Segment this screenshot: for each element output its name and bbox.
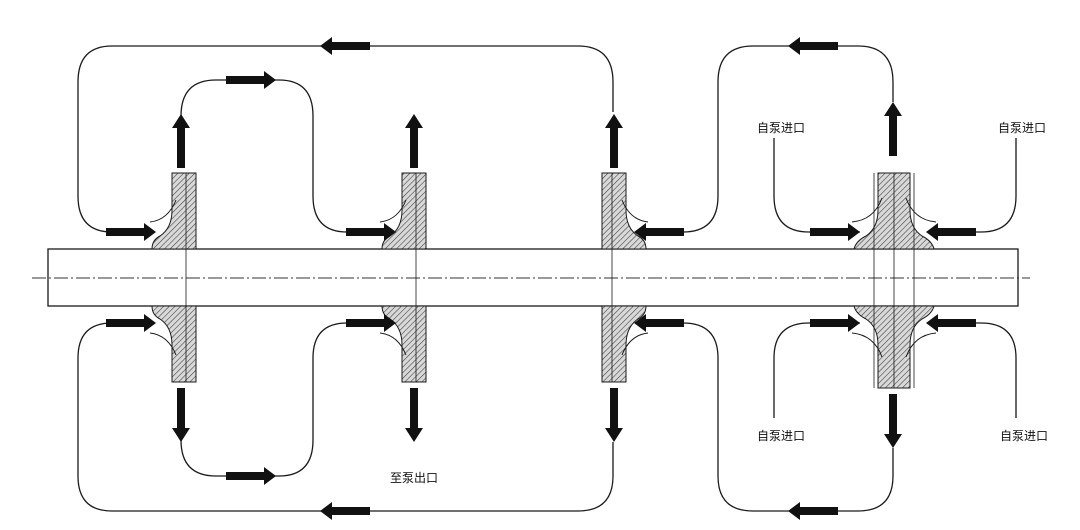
crossover-bottom-outer (77, 322, 614, 512)
flow-arrow-icon (106, 223, 156, 241)
crossover-bottom-inner (180, 322, 380, 477)
flow-arrow-icon (884, 102, 902, 156)
label-self-inlet-top-left: 自泵进口 (757, 121, 805, 135)
label-self-inlet-bottom-right: 自泵进口 (1000, 429, 1048, 443)
flow-arrow-icon (226, 71, 276, 89)
flow-arrow-icon (788, 37, 838, 55)
flow-arrow-icon (405, 388, 423, 442)
crossover-top-inner (180, 79, 380, 233)
flow-arrow-icon (106, 314, 156, 332)
inlet-line-bottom-left (773, 322, 860, 418)
flow-arrow-icon (605, 388, 623, 442)
inlet-line-top-right (928, 138, 1017, 233)
impeller-double-suction (851, 172, 937, 389)
flow-arrow-icon (405, 114, 423, 168)
flow-arrows (106, 37, 976, 520)
flow-arrow-icon (346, 223, 396, 241)
flow-arrow-icon (926, 314, 976, 332)
shaft (32, 248, 1030, 307)
inlet-line-top-left (773, 138, 860, 233)
crossover-top-outer (77, 45, 614, 233)
label-to-pump-outlet: 至泵出口 (390, 471, 438, 485)
impeller-stage-3 (601, 172, 649, 383)
flow-arrow-icon (884, 394, 902, 448)
flow-arrow-icon (788, 502, 838, 520)
label-self-inlet-bottom-left: 自泵进口 (757, 429, 805, 443)
flow-arrow-icon (634, 223, 684, 241)
flow-arrow-icon (226, 467, 276, 485)
impeller-stage-1 (149, 172, 197, 383)
flow-arrow-icon (810, 223, 860, 241)
flow-arrow-icon (320, 37, 370, 55)
flow-arrow-icon (346, 314, 396, 332)
flow-lines-top (77, 45, 1017, 233)
label-self-inlet-top-right: 自泵进口 (998, 121, 1046, 135)
crossover-bottom-right (641, 322, 894, 512)
crossover-top-right (641, 45, 894, 233)
flow-arrow-icon (172, 114, 190, 168)
flow-arrow-icon (810, 314, 860, 332)
flow-arrow-icon (172, 388, 190, 442)
flow-arrow-icon (926, 223, 976, 241)
flow-arrow-icon (634, 314, 684, 332)
inlet-line-bottom-right (928, 322, 1017, 418)
flow-arrow-icon (320, 502, 370, 520)
flow-arrow-icon (605, 114, 623, 168)
flow-lines-bottom (77, 322, 1017, 512)
